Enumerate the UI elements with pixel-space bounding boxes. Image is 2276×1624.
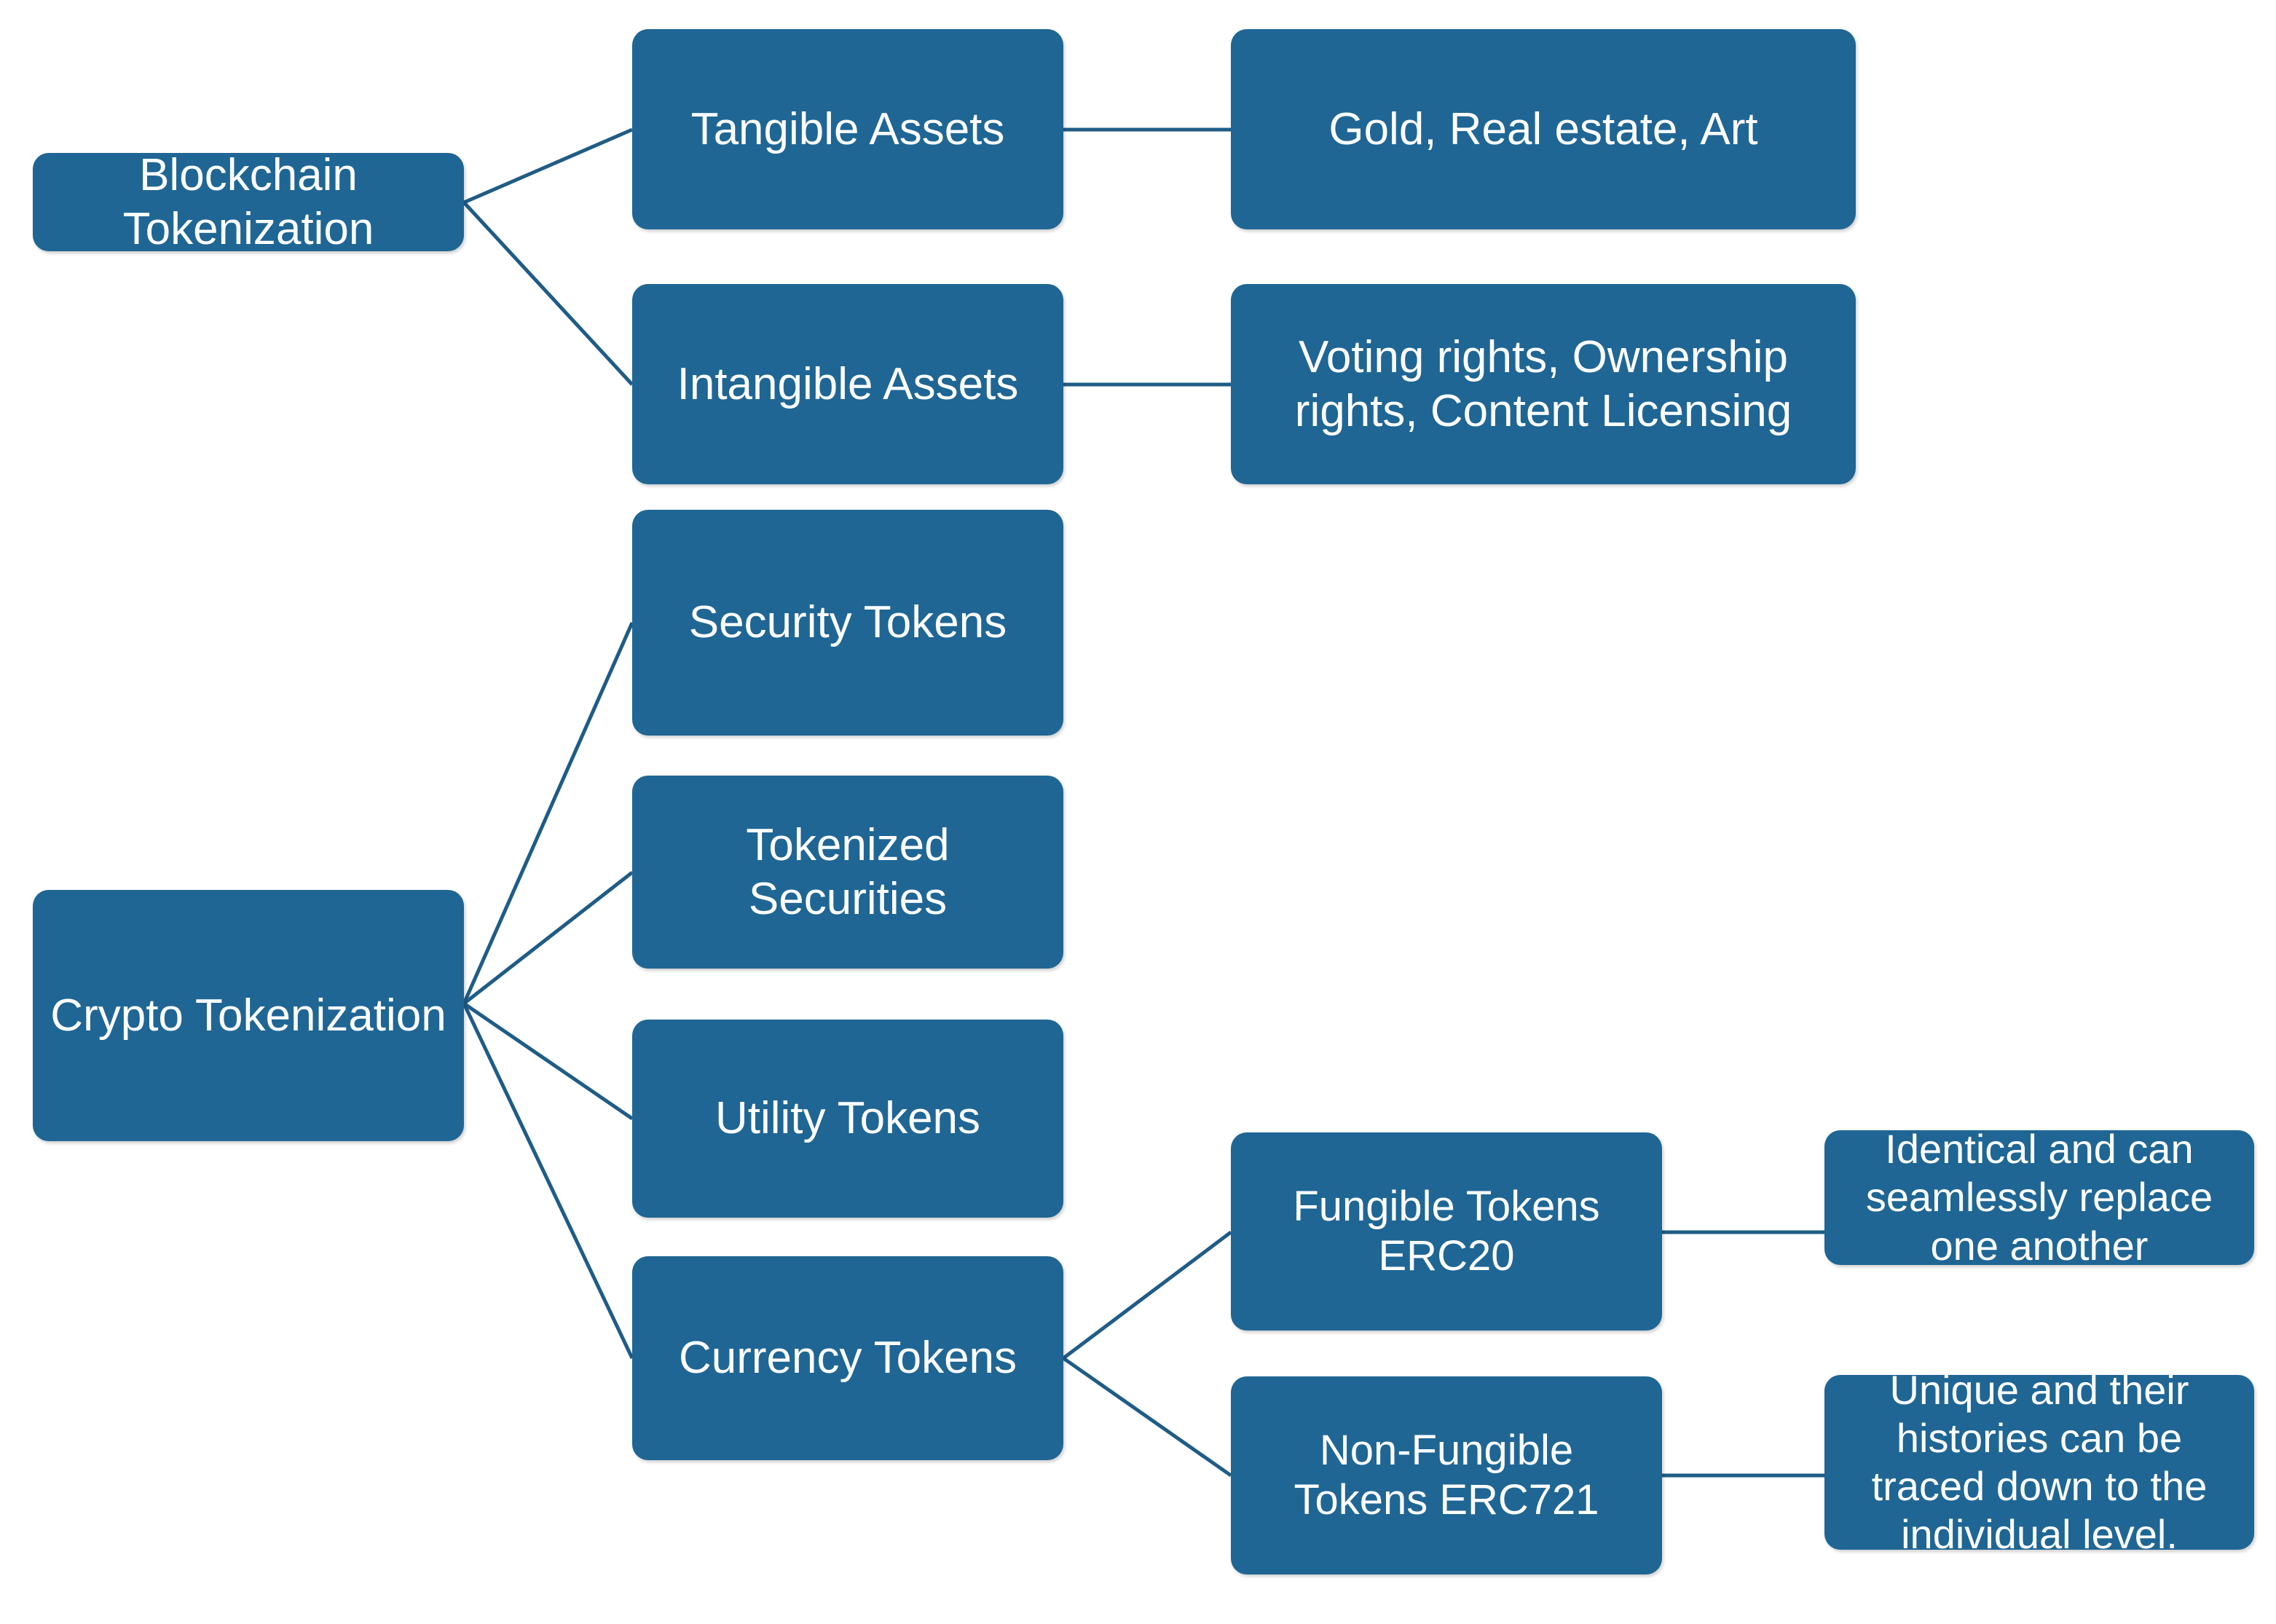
connector-currency-to-fungible [1062,1231,1232,1360]
node-currency-tokens[interactable]: Currency Tokens [632,1256,1063,1460]
node-intangible-assets[interactable]: Intangible Assets [632,284,1063,484]
connector-blockchain-to-tangible [463,127,633,205]
node-fungible-tokens-erc20[interactable]: Fungible Tokens ERC20 [1231,1132,1662,1331]
connector-crypto-to-security [462,621,634,1005]
node-tangible-assets[interactable]: Tangible Assets [632,29,1063,229]
connector-currency-to-nonfungible [1062,1356,1232,1478]
node-blockchain-tokenization[interactable]: Blockchain Tokenization [33,150,464,254]
connector-crypto-to-currency [462,1002,634,1360]
node-security-tokens[interactable]: Security Tokens [632,510,1063,736]
connector-crypto-to-utility [462,1001,634,1121]
node-tokenized-securities[interactable]: Tokenized Securities [632,776,1063,969]
node-unique-traced[interactable]: Unique and their histories can be traced… [1824,1367,2254,1557]
node-utility-tokens[interactable]: Utility Tokens [632,1020,1063,1218]
node-identical-replace[interactable]: Identical and can seamlessly replace one… [1824,1126,2254,1269]
node-crypto-tokenization[interactable]: Crypto Tokenization [33,890,464,1141]
connector-blockchain-to-intangible [462,201,634,386]
connector-crypto-to-tokenized [462,871,634,1005]
node-voting-ownership-licensing[interactable]: Voting rights, Ownership rights, Content… [1231,284,1856,484]
node-gold-real-estate-art[interactable]: Gold, Real estate, Art [1231,29,1856,229]
node-non-fungible-tokens-erc721[interactable]: Non-Fungible Tokens ERC721 [1231,1376,1662,1574]
